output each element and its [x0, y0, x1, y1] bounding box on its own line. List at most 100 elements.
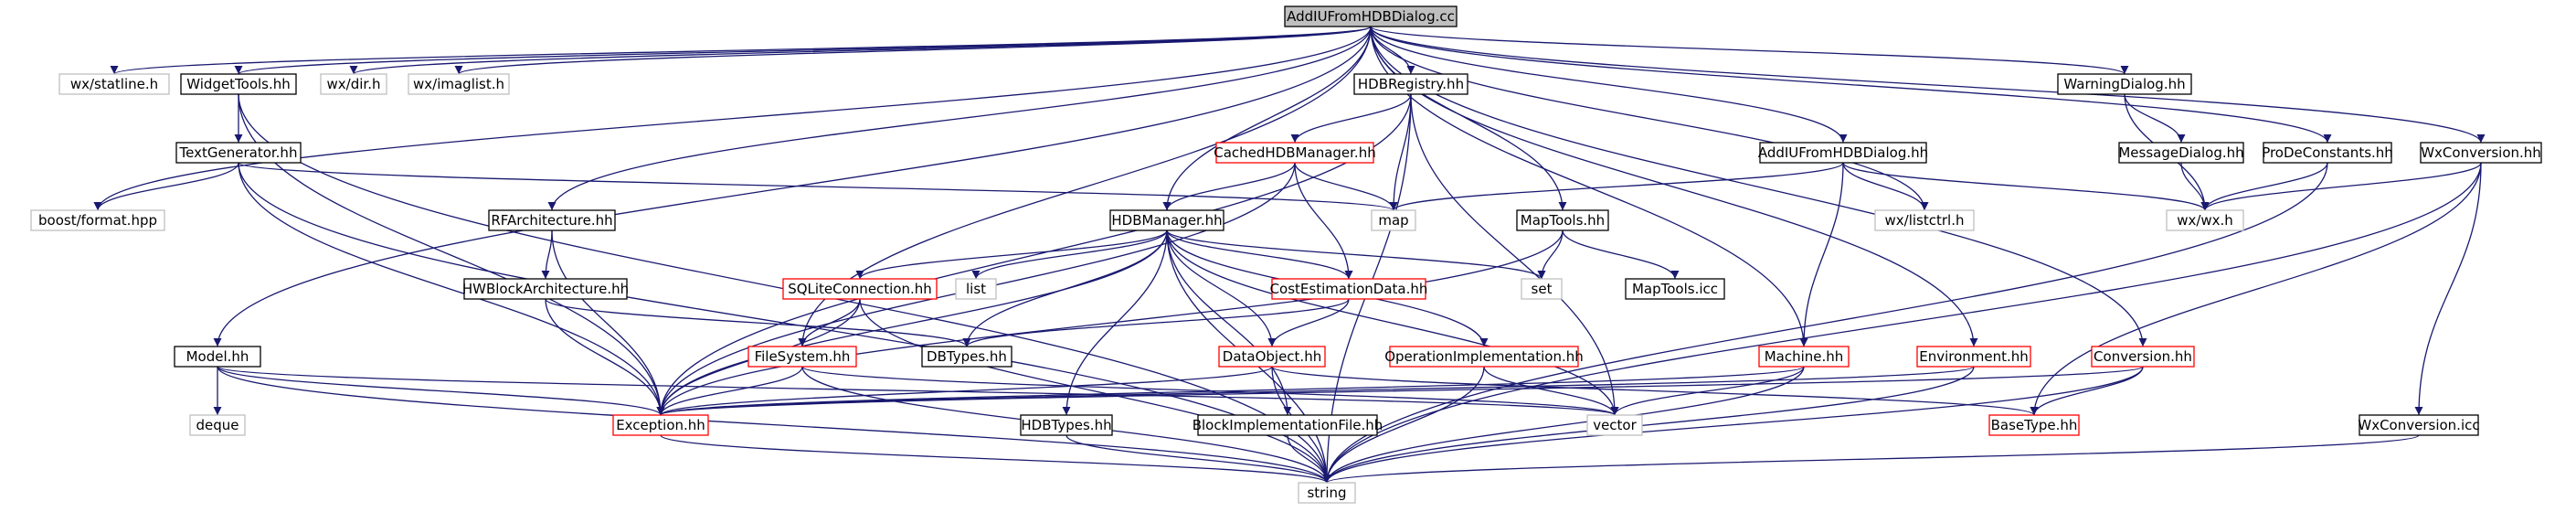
- node-filesystem-label: FileSystem.hh: [755, 348, 851, 365]
- node-messagedialog[interactable]: MessageDialog.hh: [2118, 142, 2244, 164]
- node-statline[interactable]: wx/statline.h: [58, 73, 170, 95]
- edge-hdbmanager-to-dataobject: [1166, 229, 1277, 347]
- edge-hdbmanager-to-list: [971, 229, 1168, 280]
- node-conversion-label: Conversion.hh: [2094, 348, 2192, 365]
- edge-model-to-string: [217, 366, 1331, 484]
- node-maptoolsicc[interactable]: MapTools.icc: [1625, 278, 1725, 300]
- dependency-nodes: AddIUFromHDBDialog.cc wx/statline.h Widget…: [30, 5, 2542, 504]
- edge-addiuhh-to-machine: [1799, 162, 1844, 347]
- node-maptoolsicc-box: [1625, 278, 1725, 300]
- node-listctrl-label: wx/listctrl.h: [1885, 212, 1965, 229]
- edge-root-to-hdbmanager: [1162, 26, 1372, 211]
- edge-hdbregistry-to-vector: [1410, 93, 1619, 416]
- node-hwblock[interactable]: HWBlockArchitecture.hh: [462, 278, 629, 300]
- edge-sqlite-to-string: [859, 298, 1331, 484]
- edge-environment-to-exception: [657, 366, 1975, 416]
- node-dbtypes-label: DBTypes.hh: [927, 348, 1007, 365]
- node-wxconvicc-label: WxConversion.icc: [2358, 417, 2479, 433]
- node-addiuhh-box: [1759, 142, 1927, 164]
- edge-wxconversion-to-wxconvicc: [2414, 162, 2482, 416]
- edge-hdbmanager-to-blockimpl: [1166, 229, 1292, 416]
- node-textgenerator[interactable]: TextGenerator.hh: [175, 142, 302, 164]
- edge-textgenerator-to-map: [238, 162, 1398, 211]
- node-wxwx-label: wx/wx.h: [2177, 212, 2233, 229]
- edge-prodeconstants-to-wxwx: [2200, 162, 2328, 211]
- node-sqlite[interactable]: SQLiteConnection.hh: [782, 278, 938, 300]
- node-vector-box: [1586, 414, 1643, 436]
- edge-textgenerator-to-boostformat: [93, 162, 239, 211]
- node-model-label: Model.hh: [186, 348, 249, 365]
- node-boostformat[interactable]: boost/format.hpp: [30, 209, 165, 231]
- node-imaglist-label: wx/imaglist.h: [413, 76, 504, 92]
- node-deque-label: deque: [196, 417, 239, 433]
- node-hdbregistry-label: HDBRegistry.hh: [1358, 76, 1464, 92]
- node-hdbregistry-box: [1353, 73, 1468, 95]
- edge-root-to-rfarch: [547, 26, 1372, 211]
- node-dataobject-box: [1218, 346, 1326, 368]
- node-addiuhh[interactable]: AddIUFromHDBDialog.hh: [1758, 142, 1928, 164]
- node-opimpl-box: [1389, 346, 1579, 368]
- node-machine[interactable]: Machine.hh: [1758, 346, 1850, 368]
- node-listctrl[interactable]: wx/listctrl.h: [1874, 209, 1975, 231]
- node-hdbregistry[interactable]: HDBRegistry.hh: [1353, 73, 1468, 95]
- node-opimpl[interactable]: OperationImplementation.hh: [1384, 346, 1584, 368]
- node-filesystem[interactable]: FileSystem.hh: [747, 346, 857, 368]
- node-widgettools-label: WidgetTools.hh: [186, 76, 291, 92]
- node-dbtypes[interactable]: DBTypes.hh: [921, 346, 1012, 368]
- node-set[interactable]: set: [1521, 278, 1563, 300]
- node-wxconversion[interactable]: WxConversion.hh: [2420, 142, 2542, 164]
- node-model[interactable]: Model.hh: [174, 346, 261, 368]
- node-hdbmanager[interactable]: HDBManager.hh: [1109, 209, 1224, 231]
- node-map[interactable]: map: [1371, 209, 1416, 231]
- node-wxconversion-box: [2420, 142, 2542, 164]
- node-deque[interactable]: deque: [189, 414, 246, 436]
- node-basetype[interactable]: BaseType.hh: [1988, 414, 2080, 436]
- edge-opimpl-to-vector: [1483, 366, 1619, 416]
- node-root[interactable]: AddIUFromHDBDialog.cc: [1284, 5, 1458, 27]
- node-dataobject-label: DataObject.hh: [1223, 348, 1321, 365]
- edge-machine-to-string: [1322, 366, 1805, 484]
- node-dataobject[interactable]: DataObject.hh: [1218, 346, 1326, 368]
- node-costest[interactable]: CostEstimationData.hh: [1270, 278, 1428, 300]
- node-statline-box: [58, 73, 170, 95]
- node-widgettools[interactable]: WidgetTools.hh: [180, 73, 297, 95]
- node-maptools-box: [1516, 209, 1609, 231]
- node-rfarch-label: RFArchitecture.hh: [491, 212, 612, 229]
- edge-wxconvicc-to-string: [1322, 434, 2420, 484]
- node-hdbtypes[interactable]: HDBTypes.hh: [1020, 414, 1113, 436]
- node-dirh[interactable]: wx/dir.h: [320, 73, 387, 95]
- node-rfarch[interactable]: RFArchitecture.hh: [488, 209, 616, 231]
- edge-hdbtypes-to-string: [1065, 434, 1331, 484]
- edge-conversion-to-string: [1322, 366, 2144, 484]
- node-exception[interactable]: Exception.hh: [612, 414, 709, 436]
- node-sqlite-box: [782, 278, 938, 300]
- node-deque-box: [189, 414, 246, 436]
- node-prodeconstants[interactable]: ProDeConstants.hh: [2262, 142, 2393, 164]
- node-hdbmanager-label: HDBManager.hh: [1111, 212, 1222, 229]
- node-wxwx[interactable]: wx/wx.h: [2166, 209, 2244, 231]
- node-imaglist-box: [408, 73, 510, 95]
- edge-wxconversion-to-basetype: [2030, 162, 2482, 416]
- node-wxconvicc[interactable]: WxConversion.icc: [2358, 414, 2480, 436]
- node-list[interactable]: list: [955, 278, 997, 300]
- node-warningdialog-box: [2057, 73, 2192, 95]
- node-blockimpl[interactable]: BlockImplementationFile.hh: [1193, 414, 1383, 436]
- node-prodeconstants-label: ProDeConstants.hh: [2262, 144, 2393, 161]
- node-filesystem-box: [747, 346, 857, 368]
- node-vector[interactable]: vector: [1586, 414, 1643, 436]
- node-cachedhdb[interactable]: CachedHDBManager.hh: [1214, 142, 1376, 164]
- node-rfarch-box: [488, 209, 616, 231]
- edge-exception-to-string: [660, 434, 1331, 484]
- node-blockimpl-label: BlockImplementationFile.hh: [1193, 417, 1383, 433]
- node-imaglist[interactable]: wx/imaglist.h: [408, 73, 510, 95]
- node-string[interactable]: string: [1298, 482, 1356, 504]
- node-set-label: set: [1532, 281, 1553, 297]
- edge-rfarch-to-exception: [551, 229, 665, 416]
- node-maptools[interactable]: MapTools.hh: [1516, 209, 1609, 231]
- node-wxwx-box: [2166, 209, 2244, 231]
- node-environment[interactable]: Environment.hh: [1916, 346, 2031, 368]
- node-textgenerator-box: [175, 142, 302, 164]
- node-warningdialog[interactable]: WarningDialog.hh: [2057, 73, 2192, 95]
- node-set-box: [1521, 278, 1563, 300]
- node-conversion[interactable]: Conversion.hh: [2091, 346, 2195, 368]
